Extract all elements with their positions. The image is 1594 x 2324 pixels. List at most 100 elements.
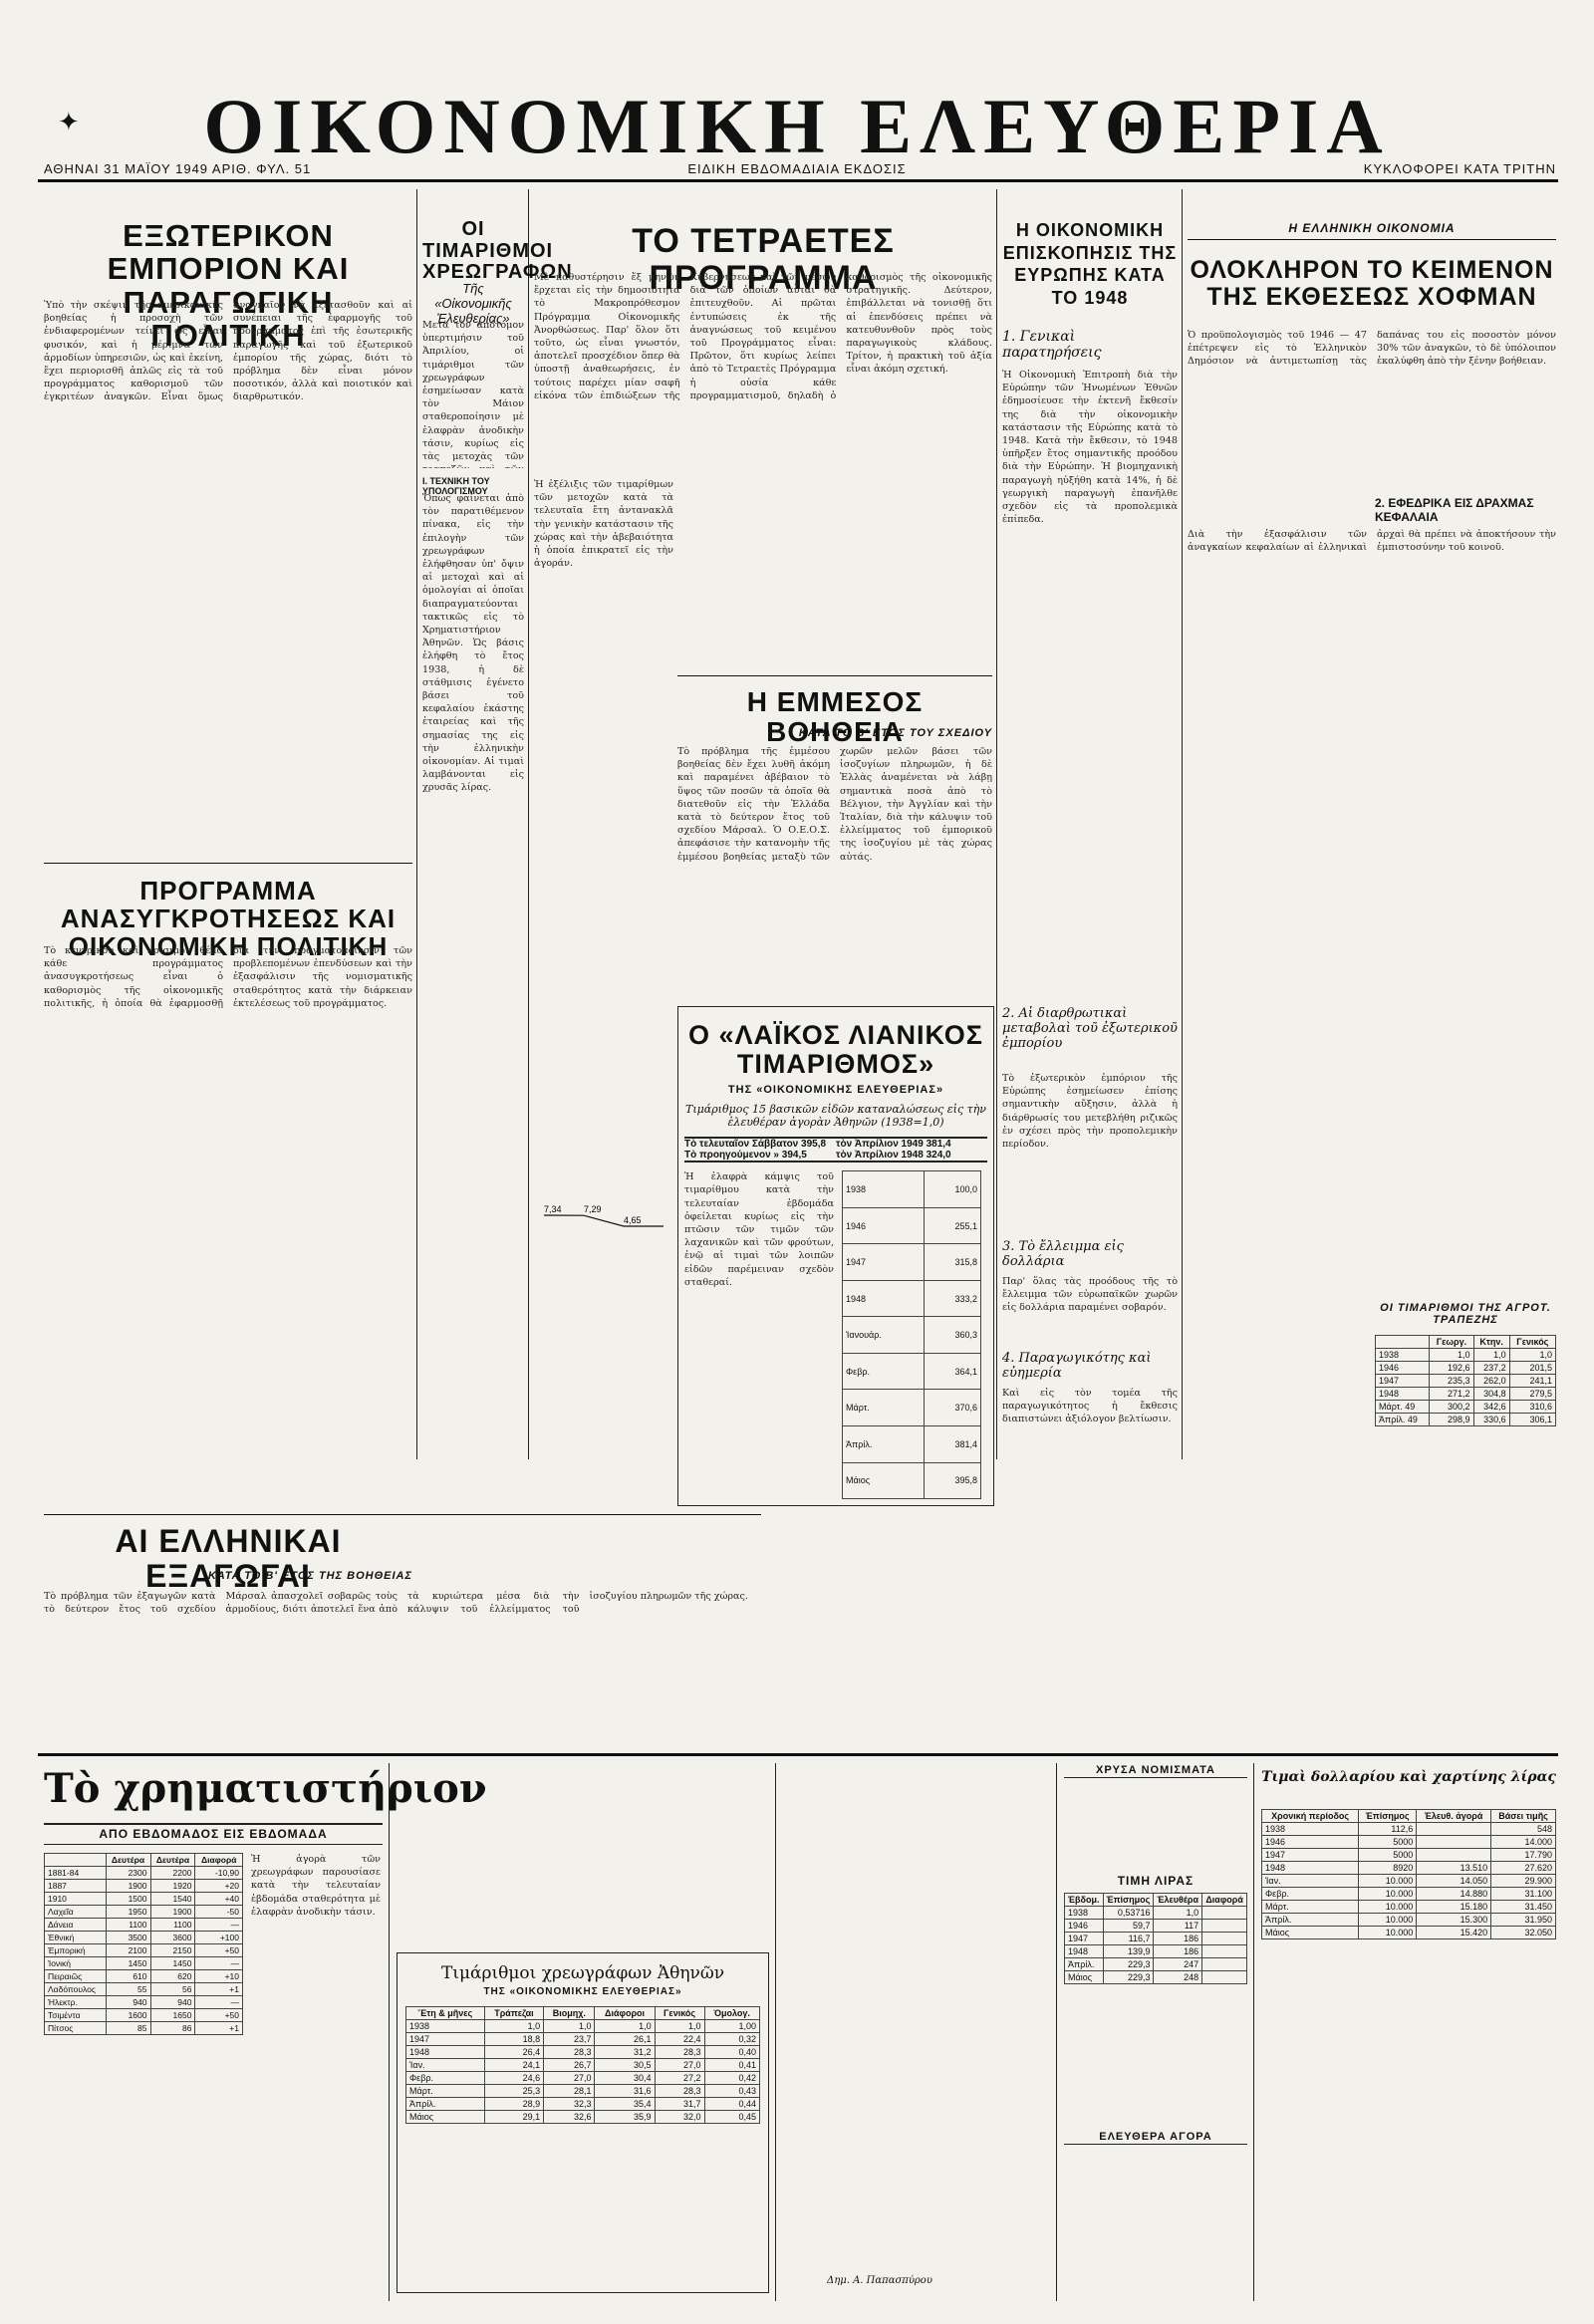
summary-last: Τὸ τελευταῖον Σάββατον 395,8 [684, 1139, 827, 1151]
table-cell: 27,2 [654, 2070, 705, 2085]
table-cell: 26,1 [594, 2031, 656, 2046]
table-cell: 1,00 [703, 2018, 761, 2033]
table-cell: 1946 [841, 1206, 926, 1245]
table-cell: Μάρτ. 49 [1374, 1400, 1431, 1414]
column-divider [416, 189, 417, 1459]
table-cell: 15.180 [1416, 1900, 1492, 1914]
table-cell: 0,45 [703, 2109, 761, 2124]
bottom-rule [38, 1753, 1558, 1756]
subhead-dollar-deficit: 3. Τὸ ἔλλειμμα εἰς δολλάρια [1002, 1239, 1124, 1269]
table-cell: 192,6 [1429, 1361, 1474, 1375]
table-cell: 1947 [841, 1243, 926, 1281]
table-cell: 300,2 [1429, 1400, 1474, 1414]
headline-foreign-trade: ΕΞΩΤΕΡΙΚΟΝ ΕΜΠΟΡΙΟΝ ΚΑΙ ΠΑΡΑΓΩΓΙΚΗ ΠΟΛΙΤ… [107, 218, 350, 354]
table-cell: 381,4 [924, 1425, 981, 1463]
table-cell: +40 [194, 1892, 243, 1906]
table-cell: 3500 [105, 1931, 151, 1944]
table-cell: 1100 [149, 1918, 196, 1932]
headline-hoffman-report: ΟΛΟΚΛΗΡΟΝ ΤΟ ΚΕΙΜΕΝΟΝ ΤΗΣ ΕΚΘΕΣΕΩΣ ΧΟΦΜΑ… [1190, 256, 1554, 311]
article-dollar-deficit: Παρ' ὅλας τὰς προόδους τῆς τὸ ἔλλειμμα τ… [1002, 1276, 1178, 1314]
section-rule [1188, 239, 1556, 240]
column-divider [1182, 189, 1183, 1459]
headline-agro-bank-indices: ΟΙ ΤΙΜΑΡΙΘΜΟΙ ΤΗΣ ΑΓΡΟΤ. ΤΡΑΠΕΖΗΣ [1380, 1302, 1551, 1326]
table-cell: 22,4 [654, 2031, 705, 2046]
table-cell: 1948 [1260, 1861, 1360, 1875]
table-cell: 0,43 [703, 2083, 761, 2098]
table-cell: 31.950 [1490, 1913, 1556, 1927]
column-header: Δευτέρα [105, 1853, 151, 1867]
table-cell: 24,1 [483, 2057, 545, 2072]
table-cell: 100,0 [924, 1170, 981, 1208]
subhead-technique: I. ΤΕΧΝΙΚΗ ΤΟΥ ΥΠΟΛΟΓΙΣΜΟΥ [422, 476, 490, 496]
table-cell: 306,1 [1508, 1413, 1557, 1426]
table-cell: 28,1 [543, 2083, 596, 2098]
table-cell: Λαδόπουλος [44, 1982, 107, 1996]
retail-index-row: Ἀπρίλ.381,4 [841, 1425, 981, 1463]
subhead-drachma-capital: 2. ΕΦΕΔΡΙΚΑ ΕΙΣ ΔΡΑΧΜΑΣ ΚΕΦΑΛΑΙΑ [1375, 496, 1534, 524]
table-cell: 28,3 [654, 2044, 705, 2059]
table-cell: 1,0 [1153, 1906, 1203, 1920]
table-cell [1416, 1835, 1492, 1849]
column-header: Γεωργ. [1429, 1335, 1474, 1349]
table-cell: 2150 [149, 1943, 196, 1957]
table-cell: 1947 [1064, 1932, 1104, 1945]
table-cell: 31,7 [654, 2096, 705, 2111]
table-cell: Ἰονική [44, 1956, 107, 1970]
data-label: 7,34 [544, 1204, 562, 1214]
table-cell: 35,9 [594, 2109, 656, 2124]
subhead-productivity: 4. Παραγωγικότης καὶ εὐημερία [1002, 1351, 1152, 1381]
table-cell: — [194, 1995, 243, 2009]
data-label: 4,65 [624, 1215, 642, 1225]
table-cell: 27,0 [543, 2070, 596, 2085]
article-structural-changes: Τὸ ἐξωτερικὸν ἐμπόριον τῆς Εὐρώπης ἐσημε… [1002, 1073, 1178, 1151]
table-cell: 28,3 [654, 2083, 705, 2098]
table-cell: 610 [105, 1969, 151, 1983]
subhead-retail-index: ΤΗΣ «ΟΙΚΟΝΟΜΙΚΗΣ ΕΛΕΥΘΕΡΙΑΣ» [727, 1084, 944, 1097]
table-cell: 1948 [841, 1279, 926, 1318]
masthead-rule [38, 179, 1558, 182]
column-header: Τράπεζαι [483, 2005, 545, 2020]
table-cell [1201, 1957, 1247, 1971]
table-cell: — [194, 1918, 243, 1932]
column-header: Ὁμολογ. [703, 2005, 761, 2020]
table-cell: 0,44 [703, 2096, 761, 2111]
table-cell: 1948 [405, 2044, 485, 2059]
pound-price-title: ΤΙΜΗ ΛΙΡΑΣ [1117, 1874, 1195, 1888]
table-cell: 3600 [149, 1931, 196, 1944]
column-header: Βάσει τιμῆς [1490, 1809, 1556, 1823]
table-cell: 30,4 [594, 2070, 656, 2085]
column-divider [996, 189, 997, 1459]
table-cell: Φεβρ. [405, 2070, 485, 2085]
table-cell: 26,4 [483, 2044, 545, 2059]
table-cell: 1938 [1064, 1906, 1104, 1920]
column-header: Διάφοροι [594, 2005, 656, 2020]
table-cell: 29.900 [1490, 1874, 1556, 1888]
table-cell: 1,0 [594, 2018, 656, 2033]
table-cell: Φεβρ. [1260, 1887, 1360, 1901]
table-cell: 1910 [44, 1892, 107, 1906]
table-cell: 1,0 [1472, 1348, 1510, 1362]
table-cell: 1450 [105, 1956, 151, 1970]
article-security-indices-intro: Μετὰ τὸν ἀπότομον ὑπερτιμήσιν τοῦ Ἀπριλί… [422, 320, 524, 468]
table-cell: +100 [194, 1931, 243, 1944]
table-cell: 186 [1153, 1944, 1203, 1958]
headline-retail-index: Ο «ΛΑΪΚΟΣ ΛΙΑΝΙΚΟΣ ΤΙΜΑΡΙΘΜΟΣ» [688, 1020, 983, 1080]
table-cell: 310,6 [1508, 1400, 1557, 1414]
table-cell: 248 [1153, 1970, 1203, 1984]
table-cell: 31,6 [594, 2083, 656, 2098]
article-retail-index: Ἡ ἐλαφρὰ κάμψις τοῦ τιμαρίθμου κατὰ τὴν … [684, 1171, 834, 1288]
table-cell: 15.300 [1416, 1913, 1492, 1927]
